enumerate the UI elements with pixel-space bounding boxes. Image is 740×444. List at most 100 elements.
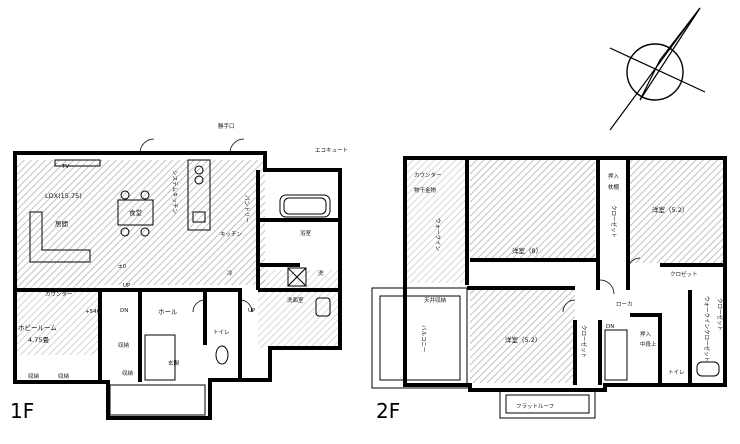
living-label: 居間	[55, 220, 68, 228]
flat-roof-inner	[505, 394, 590, 414]
door-swing	[599, 279, 615, 295]
ldx-label: LDX(15.75)	[45, 192, 82, 200]
dn-label-1f: DN	[120, 308, 128, 314]
storage-label: 収納	[28, 372, 40, 380]
oshiire-label: 押入	[608, 172, 620, 180]
washroom-floor	[258, 270, 338, 348]
storage-label: 収納	[118, 341, 130, 349]
dining-label: 食堂	[129, 208, 143, 217]
dn-label-2f: DN	[606, 324, 614, 330]
western-8-floor	[470, 158, 595, 258]
stairs-1f	[144, 334, 176, 381]
floor-1-plan: 1F LDX(15.75) TV 居間 食堂 キッチン ホビールーム 4.75畳…	[10, 122, 348, 423]
toilet-label-1f: トイレ	[213, 330, 230, 336]
system-kitchen-label: システムキッチン	[171, 170, 178, 214]
storage-ceiling-label: 天井収納	[424, 296, 447, 304]
western-52-bottom-floor	[470, 288, 575, 383]
western-8-label: 洋室（8）	[512, 246, 542, 255]
floor-2-plan: 2F カウンター 物干金物 洋室（8） 洋室（5.2） 洋室（5.2） バルコニ…	[371, 156, 727, 423]
stairs-2f	[604, 329, 628, 381]
balcony-inner	[379, 295, 461, 381]
kitchen-counter	[187, 159, 211, 231]
walk-in-label: ウォークイン	[434, 218, 442, 252]
up-label-2: UP	[248, 308, 256, 314]
oshiire2-label: 押入	[640, 330, 652, 338]
floor-2-label: 2F	[376, 399, 400, 423]
western-52-bottom-label: 洋室（5.2）	[505, 335, 541, 344]
level-540-label: +540	[85, 309, 101, 315]
chair	[140, 190, 150, 200]
chair	[120, 190, 130, 200]
tv-stand	[54, 159, 101, 167]
wall-2f	[470, 258, 600, 290]
back-door-label: 勝手口	[218, 122, 235, 130]
toilet-wall	[205, 288, 242, 382]
corridor-label: ローカ	[616, 301, 633, 308]
oshiire2-sub-label: 中段上	[640, 340, 657, 348]
closet-label: クロゼット	[670, 270, 698, 278]
entrance-label: 玄関	[168, 359, 180, 367]
closet-b-label: クローゼット	[580, 325, 588, 358]
door-swing	[627, 257, 641, 271]
hall-2f-floor	[405, 158, 467, 283]
closet-c-label: クローゼット	[716, 298, 724, 331]
entrance-steps	[109, 384, 206, 416]
wall-2f	[630, 313, 662, 385]
toilet-fixture	[215, 345, 229, 365]
door-swing	[562, 299, 576, 313]
washer-box	[287, 267, 307, 287]
bathtub-inner	[283, 197, 327, 215]
sofa	[29, 211, 91, 263]
bathtub	[279, 194, 331, 218]
closet-a-label: クローゼット	[610, 205, 618, 238]
sink	[192, 211, 206, 223]
toilet-fixture-2f	[696, 361, 720, 377]
washer-cross	[287, 267, 307, 287]
balcony	[371, 287, 468, 389]
hobby-room-label: ホビールーム	[18, 323, 57, 332]
western-52-top-floor	[630, 158, 725, 263]
tv-label: TV	[61, 164, 69, 170]
door-swing	[229, 138, 245, 154]
up-label: UP	[123, 283, 131, 289]
stove-burner	[194, 175, 204, 185]
eco-cute-label: エコキュート	[315, 147, 348, 154]
balcony-label: バルコニー	[420, 325, 427, 352]
drying-label: 物干金物	[414, 186, 437, 194]
north-arrow-icon	[609, 7, 706, 131]
washroom-label: 洗面室	[287, 296, 304, 304]
dining-table	[117, 199, 154, 226]
kitchen-label: キッチン	[220, 231, 243, 238]
level-zero-label: ±0	[118, 264, 127, 270]
counter-label-2f: カウンター	[414, 171, 442, 179]
washbasin	[315, 297, 331, 317]
chair	[120, 227, 130, 237]
toilet-label-2f: トイレ	[668, 370, 685, 376]
chair	[140, 227, 150, 237]
floor-2-outer-wall	[403, 156, 727, 392]
flat-roof	[499, 389, 596, 419]
floor-1-outer-wall	[13, 151, 342, 420]
hall-label: ホール	[158, 308, 178, 316]
door-swing	[139, 138, 155, 154]
ldk-floor	[15, 160, 265, 285]
hobby-floor	[15, 285, 100, 355]
stove-burner	[194, 165, 204, 175]
hall-wall	[140, 288, 207, 345]
fridge-label: 冷	[227, 269, 233, 277]
western-52-top-label: 洋室（5.2）	[652, 205, 688, 214]
washer-label: 洗	[318, 269, 324, 277]
door-swing	[239, 299, 253, 313]
floor-1-label: 1F	[10, 399, 34, 423]
door-swing	[192, 299, 206, 313]
bathroom-label: 浴室	[300, 229, 312, 237]
pantry-label: パントリー	[243, 195, 250, 223]
flat-roof-label: フラットルーフ	[516, 403, 554, 410]
oshiire-sub-label: 枕棚	[608, 183, 620, 191]
wardrobe-label: ウォークインクローゼット	[703, 296, 711, 362]
hobby-size-label: 4.75畳	[28, 336, 49, 344]
storage-label: 収納	[122, 369, 134, 377]
counter-label-1f: カウンター	[45, 290, 73, 298]
storage-label: 収納	[58, 372, 70, 380]
